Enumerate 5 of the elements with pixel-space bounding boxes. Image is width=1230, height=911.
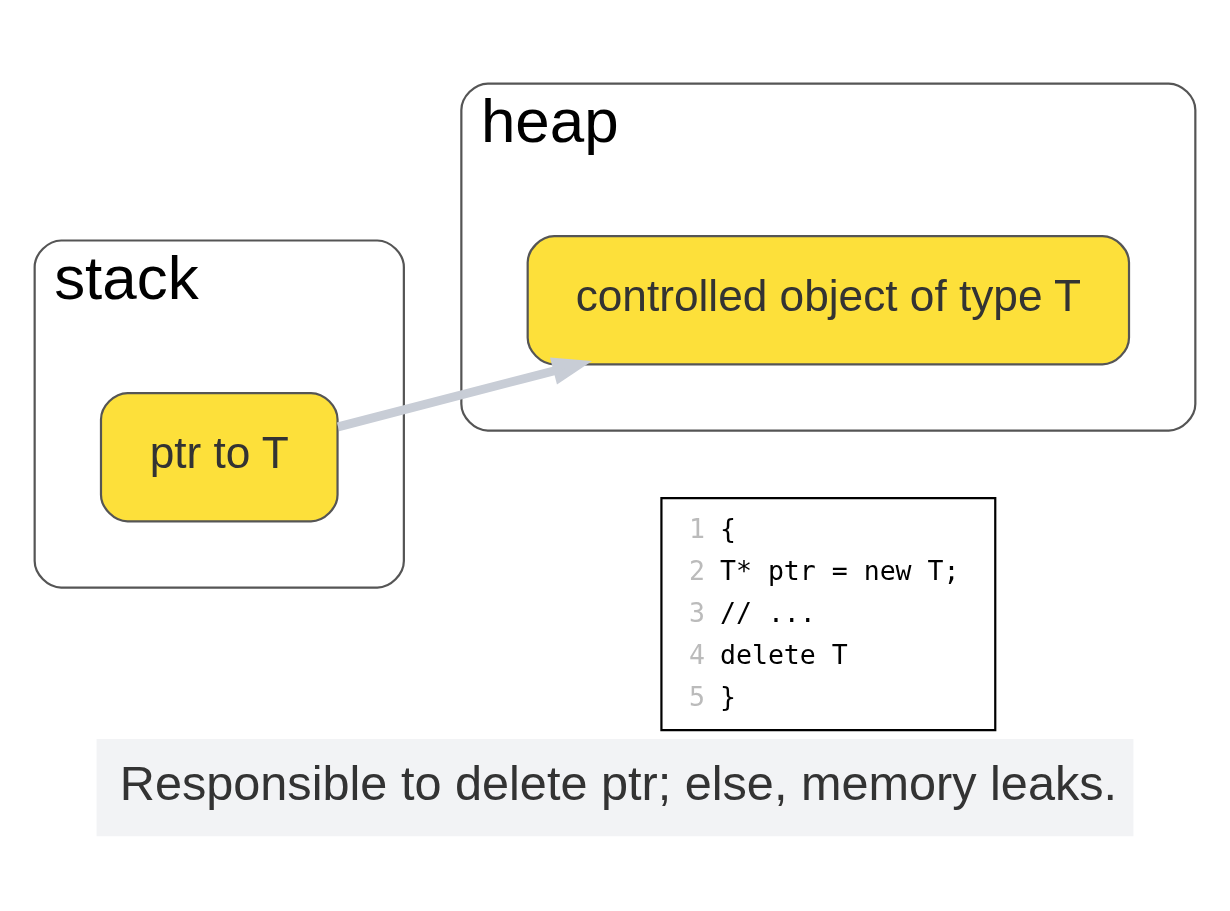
arrow	[336, 357, 593, 432]
caption: Responsible to delete ptr; else, memory leaks.	[119, 756, 1118, 811]
node-box: ptr to T	[99, 391, 339, 523]
node-box: controlled object of type T	[526, 234, 1131, 366]
node-box: 1 { 2 T* ptr = new T; 3 // ... 4 delete T 5 }	[660, 496, 997, 732]
